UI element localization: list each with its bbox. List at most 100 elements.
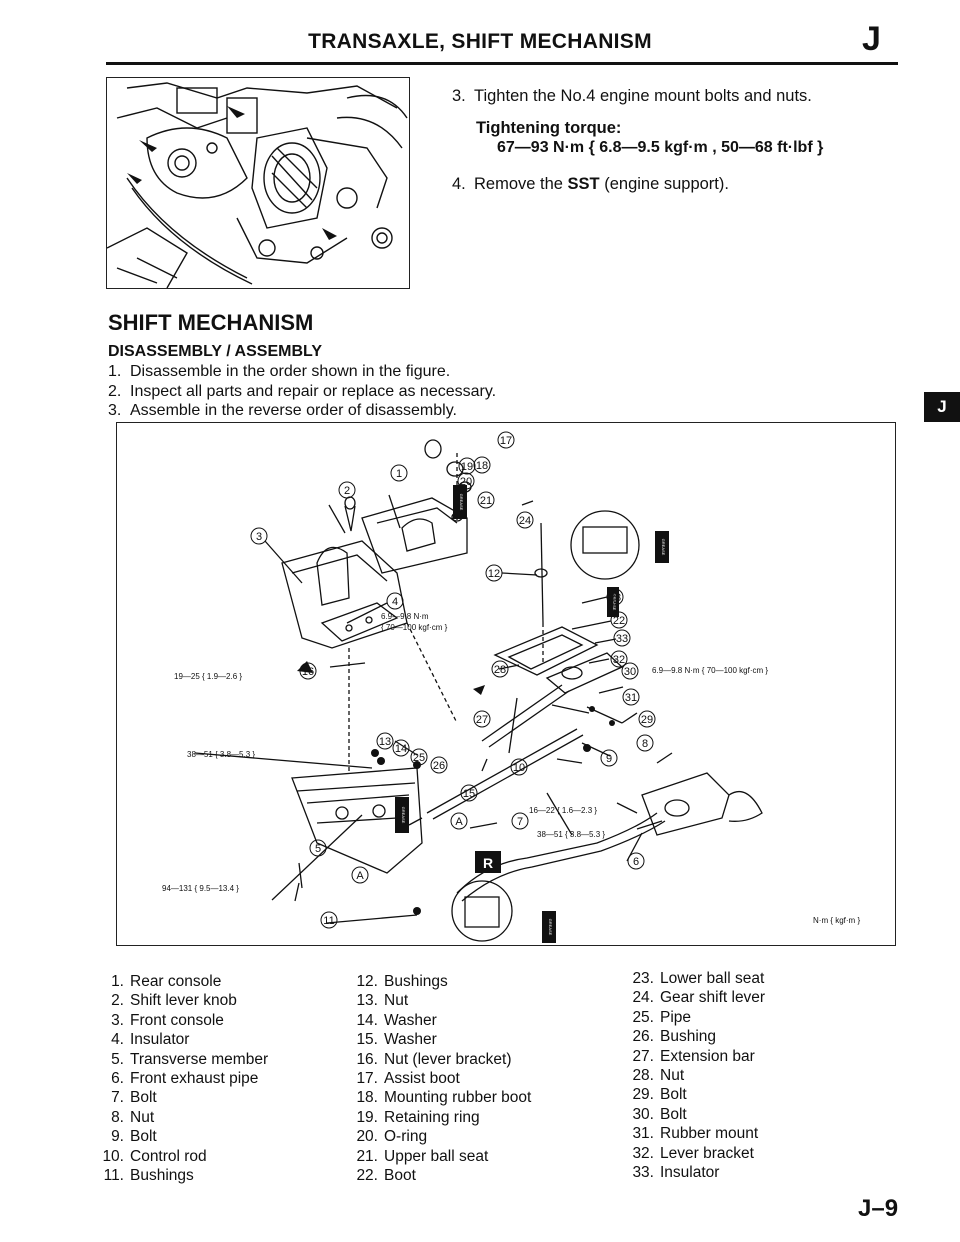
legend-number: 7. — [111, 1089, 124, 1107]
step-3: 3.Tighten the No.4 engine mount bolts an… — [452, 86, 812, 106]
callout-31: 31 — [625, 692, 637, 704]
legend-text: Extension bar — [660, 1047, 755, 1065]
instruction-text: Disassemble in the order shown in the fi… — [130, 363, 451, 380]
legend-text: Retaining ring — [384, 1108, 480, 1126]
legend-text: Lower ball seat — [660, 970, 765, 987]
legend-item: 29. Bolt — [626, 1085, 765, 1104]
legend-text: Pipe — [660, 1008, 692, 1026]
legend-item: 20. O-ring — [350, 1127, 531, 1146]
callout-11: 11 — [323, 915, 334, 927]
legend-number: 15. — [356, 1031, 378, 1049]
legend-text: Insulator — [660, 1164, 720, 1182]
legend-item: 28.Nut — [626, 1066, 765, 1085]
callout-33: 33 — [616, 633, 628, 645]
step-4: 4.Remove the SST (engine support). — [452, 174, 729, 194]
legend-number: 20. — [356, 1128, 378, 1146]
legend-text: Bolt — [660, 1105, 687, 1123]
legend-column-1: 1.Rear console 2.Shift lever knob 3.Fron… — [96, 972, 268, 1185]
callout-19: 19 — [461, 461, 473, 473]
legend-text: Nut (lever bracket) — [384, 1050, 512, 1068]
legend-number: 6. — [111, 1070, 124, 1088]
instruction-number: 3. — [108, 402, 122, 419]
torque-note-1b: { 70—100 kgf·cm } — [381, 623, 448, 632]
legend-item: 15.Washer — [350, 1030, 531, 1049]
legend-item: 21.Upper ball seat — [350, 1147, 531, 1166]
page-title: TRANSAXLE, SHIFT MECHANISM — [308, 30, 652, 53]
instruction-3: 3.Assemble in the reverse order of disas… — [108, 401, 457, 421]
legend-number: 5. — [111, 1050, 124, 1068]
legend-number: 28. — [632, 1067, 654, 1085]
legend-number: 33. — [632, 1164, 654, 1182]
engine-mount-figure — [106, 77, 410, 289]
legend-number: 19. — [356, 1108, 378, 1126]
callout-20: 20 — [460, 476, 472, 488]
callout-7: 7 — [517, 816, 523, 828]
callout-15: 15 — [463, 788, 475, 800]
legend-item: 33. Insulator — [626, 1163, 765, 1182]
callout-13: 13 — [379, 736, 391, 748]
legend-number: 32. — [632, 1144, 654, 1162]
legend-item: 7. Bolt — [96, 1088, 268, 1107]
legend-number: 22. — [356, 1167, 378, 1185]
torque-note-4: 38—51 { 3.8—5.3 } — [187, 750, 255, 759]
legend-text: Bolt — [660, 1086, 687, 1104]
callout-27: 27 — [476, 714, 488, 726]
legend-item: 13.Nut — [350, 991, 531, 1010]
callout-2: 2 — [344, 485, 350, 497]
legend-item: 18.Mounting rubber boot — [350, 1088, 531, 1107]
section-tab: J — [924, 392, 960, 422]
instruction-text: Inspect all parts and repair or replace … — [130, 383, 497, 400]
legend-text: Transverse member — [130, 1050, 269, 1068]
section-letter: J — [862, 20, 881, 58]
instruction-2: 2.Inspect all parts and repair or replac… — [108, 382, 496, 402]
legend-number: 3. — [111, 1011, 124, 1029]
callout-4: 4 — [392, 596, 398, 608]
callout-10: 10 — [513, 762, 525, 774]
callout-6: 6 — [633, 856, 639, 868]
legend-item: 3.Front console — [96, 1011, 268, 1030]
legend-item: 12.Bushings — [350, 972, 531, 991]
step-number: 4. — [452, 175, 466, 193]
legend-text: Mounting rubber boot — [384, 1089, 532, 1107]
step-text: Remove the — [474, 175, 568, 193]
legend-text: Gear shift lever — [660, 989, 766, 1007]
unit-note: N·m { kgf·m } — [813, 916, 860, 925]
legend-text: Nut — [130, 1108, 155, 1126]
legend-item: 26.Bushing — [626, 1027, 765, 1046]
callout-3: 3 — [256, 531, 262, 543]
ref-label: R — [483, 855, 493, 871]
legend-column-3: 23. Lower ball seat 24. Gear shift lever 2… — [626, 969, 765, 1182]
callout-16: 16 — [302, 666, 314, 678]
legend-number: 23. — [632, 970, 654, 987]
legend-item: 25.Pipe — [626, 1008, 765, 1027]
legend-number: 29. — [632, 1086, 654, 1104]
legend-text: Insulator — [130, 1031, 190, 1049]
legend-item: 9.Bolt — [96, 1127, 268, 1146]
legend-text: Bolt — [130, 1089, 157, 1107]
grease-label: GREASE — [548, 919, 553, 936]
legend-item: 11.Bushings — [96, 1166, 268, 1185]
legend-item: 2.Shift lever knob — [96, 991, 268, 1010]
grease-label: GREASE — [401, 807, 406, 824]
legend-item: 27.Extension bar — [626, 1047, 765, 1066]
legend-item: 10.Control rod — [96, 1147, 268, 1166]
legend-number: 10. — [102, 1147, 124, 1165]
legend-item: 32.Lever bracket — [626, 1144, 765, 1163]
callout-22: 22 — [613, 615, 625, 627]
legend-text: Washer — [384, 1011, 437, 1029]
callout-8: 8 — [642, 738, 648, 750]
legend-item: 16.Nut (lever bracket) — [350, 1050, 531, 1069]
legend-number: 24. — [632, 989, 654, 1007]
legend-item: 24. Gear shift lever — [626, 988, 765, 1007]
engine-mount-illustration — [107, 82, 408, 288]
legend-number: 17. — [356, 1070, 378, 1088]
legend-number: 9. — [111, 1128, 124, 1146]
callout-28: 28 — [494, 664, 506, 676]
grease-label: GREASE — [459, 494, 464, 511]
legend-text: O-ring — [384, 1128, 428, 1146]
legend-number: 2. — [111, 992, 124, 1010]
legend-text: Upper ball seat — [384, 1147, 489, 1165]
legend-number: 11. — [103, 1167, 124, 1185]
legend-number: 31. — [632, 1125, 654, 1143]
